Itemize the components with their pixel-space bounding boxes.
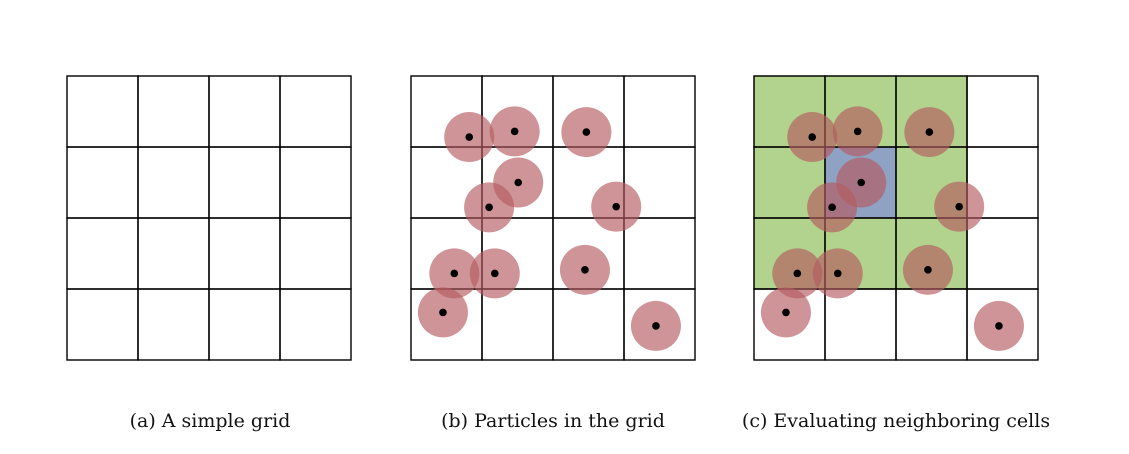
- grid-cell: [279, 75, 352, 148]
- grid-cell: [208, 288, 281, 361]
- panel-neighboring-cells: [753, 75, 1039, 361]
- grid-cell: [824, 288, 897, 361]
- grid-cell: [208, 146, 281, 219]
- grid-cell: [66, 146, 139, 219]
- particle-center-dot: [828, 203, 836, 212]
- grid-cell: [966, 288, 1039, 361]
- particle-center-dot: [995, 322, 1003, 330]
- particle-center-dot: [924, 266, 932, 274]
- grid-cell: [137, 217, 210, 290]
- grid-cell: [279, 288, 352, 361]
- particle-center-dot: [465, 133, 474, 141]
- grid-cell: [279, 146, 352, 219]
- particle-center-dot: [490, 269, 499, 278]
- caption-a: (a) A simple grid: [129, 410, 291, 432]
- grid-cell: [279, 217, 352, 290]
- particle-center-dot: [652, 322, 660, 330]
- grid-cell: [208, 217, 281, 290]
- grid-cell: [66, 217, 139, 290]
- particle-center-dot: [510, 127, 519, 136]
- particle-center-dot: [857, 178, 866, 187]
- grid-cell: [66, 288, 139, 361]
- grid-cell: [623, 288, 696, 361]
- grid-cell: [66, 75, 139, 148]
- particle-center-dot: [514, 178, 523, 187]
- particle-center-dot: [782, 308, 790, 317]
- particle-center-dot: [485, 203, 493, 212]
- caption-c: (c) Evaluating neighboring cells: [741, 410, 1051, 432]
- grid-cell: [208, 75, 281, 148]
- particle-center-dot: [612, 202, 620, 211]
- caption-b: (b) Particles in the grid: [441, 410, 665, 432]
- particle-center-dot: [793, 269, 802, 278]
- particle-center-dot: [955, 202, 963, 211]
- grid-cell: [552, 288, 625, 361]
- grid-cell: [623, 75, 696, 148]
- particle-center-dot: [853, 127, 862, 136]
- grid-cell: [137, 146, 210, 219]
- particle-center-dot: [581, 266, 589, 274]
- grid-cell: [966, 75, 1039, 148]
- particle-center-dot: [439, 308, 447, 317]
- grid-cell: [966, 217, 1039, 290]
- grid-cell: [481, 288, 554, 361]
- grid-cell: [137, 75, 210, 148]
- particle-center-dot: [450, 269, 459, 278]
- particle-center-dot: [925, 128, 934, 136]
- panel-particles-in-grid: [410, 75, 696, 361]
- particle-center-dot: [833, 269, 842, 278]
- grid-cell: [623, 217, 696, 290]
- panel-simple-grid: [66, 75, 352, 361]
- particle-center-dot: [582, 128, 591, 136]
- grid-cell: [895, 288, 968, 361]
- particle-center-dot: [808, 133, 817, 141]
- grid-cell: [137, 288, 210, 361]
